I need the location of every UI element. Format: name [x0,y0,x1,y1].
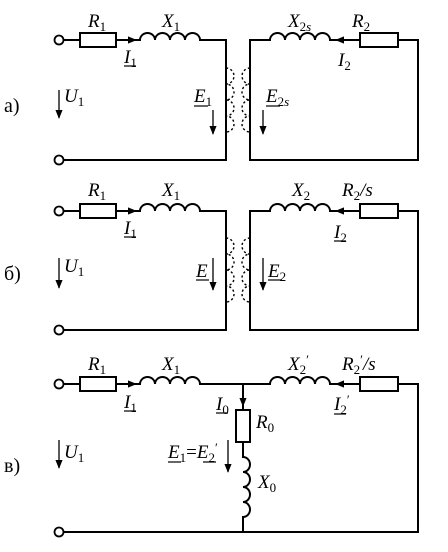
label-x2s-a: X2s [287,11,311,34]
label-r1-c: R1 [87,354,106,377]
winding-secondary-b [241,237,251,303]
wire-c [64,383,419,533]
inductor-x1-b [139,203,201,212]
label-i1-b: I1 [123,218,137,241]
label-r0-c: R0 [255,412,274,435]
resistor-r1-a [79,32,117,48]
terminal-a-top [53,34,65,46]
label-x2p-c: X2′ [287,352,309,377]
inductor-x1-c [139,376,201,385]
diagram-a: а) R1 X1 I1 U1 E1 E2s X2s R2 I2 [4,11,419,166]
terminal-c-bottom [53,526,65,538]
resistor-r2ps-c [359,376,399,392]
diagram-tag-c: в) [4,455,20,477]
label-e2s-a: E2s [265,86,289,109]
diagram-tag-a: а) [4,95,20,117]
label-r2-a: R2 [351,11,370,34]
label-e2-b: E2 [267,261,286,284]
resistor-r2s-b [359,203,399,219]
wire-a-top-left [64,39,419,161]
winding-secondary-a [241,67,251,133]
label-e1-eq-e2p-c: E1=E2′ [167,440,218,465]
terminal-c-top [53,378,65,390]
label-i2-b: I2 [333,222,347,245]
label-r1-b: R1 [87,180,106,203]
label-u1-b: U1 [64,256,84,279]
label-u1-a: U1 [64,86,84,109]
inductor-x1-a [139,32,201,41]
resistor-r1-b [79,203,117,219]
inductor-x0-c [242,456,251,518]
diagram-c: в) R1 X1 I1 U1 I0 R0 X0 E1=E2′ X2′ R2′/s… [4,352,419,538]
terminal-b-bottom [53,324,65,336]
diagram-b: б) R1 X1 I1 U1 E E2 X2 R2/s I2 [4,180,419,336]
terminal-b-top [53,205,65,217]
label-e-b: E [195,261,208,282]
inductor-x2-b [269,203,331,212]
label-r2ps-c: R2′/s [341,352,376,377]
label-i1-a: I1 [123,47,137,70]
label-e1-a: E1 [193,86,212,109]
label-r1-a: R1 [87,11,106,34]
resistor-r0-c [235,409,251,443]
label-x0-c: X0 [257,472,276,495]
wire-b [64,210,419,331]
inductor-x2s-a [269,32,331,41]
label-i1-c: I1 [123,392,137,415]
label-i2-a: I2 [337,50,351,73]
resistor-r2-a [359,32,399,48]
label-x2-b: X2 [291,180,310,203]
label-i2p-c: I2′ [333,392,350,417]
resistor-r1-c [79,376,117,392]
terminal-a-bottom [53,154,65,166]
label-x1-c: X1 [161,354,180,377]
label-x1-a: X1 [161,11,180,34]
inductor-x2p-c [269,376,331,385]
label-u1-c: U1 [64,442,84,465]
label-x1-b: X1 [161,180,180,203]
label-r2s-b: R2/s [341,180,373,203]
winding-primary-a [225,67,235,133]
diagram-tag-b: б) [4,263,21,285]
winding-primary-b [225,237,235,303]
label-i0-c: I0 [215,394,229,417]
